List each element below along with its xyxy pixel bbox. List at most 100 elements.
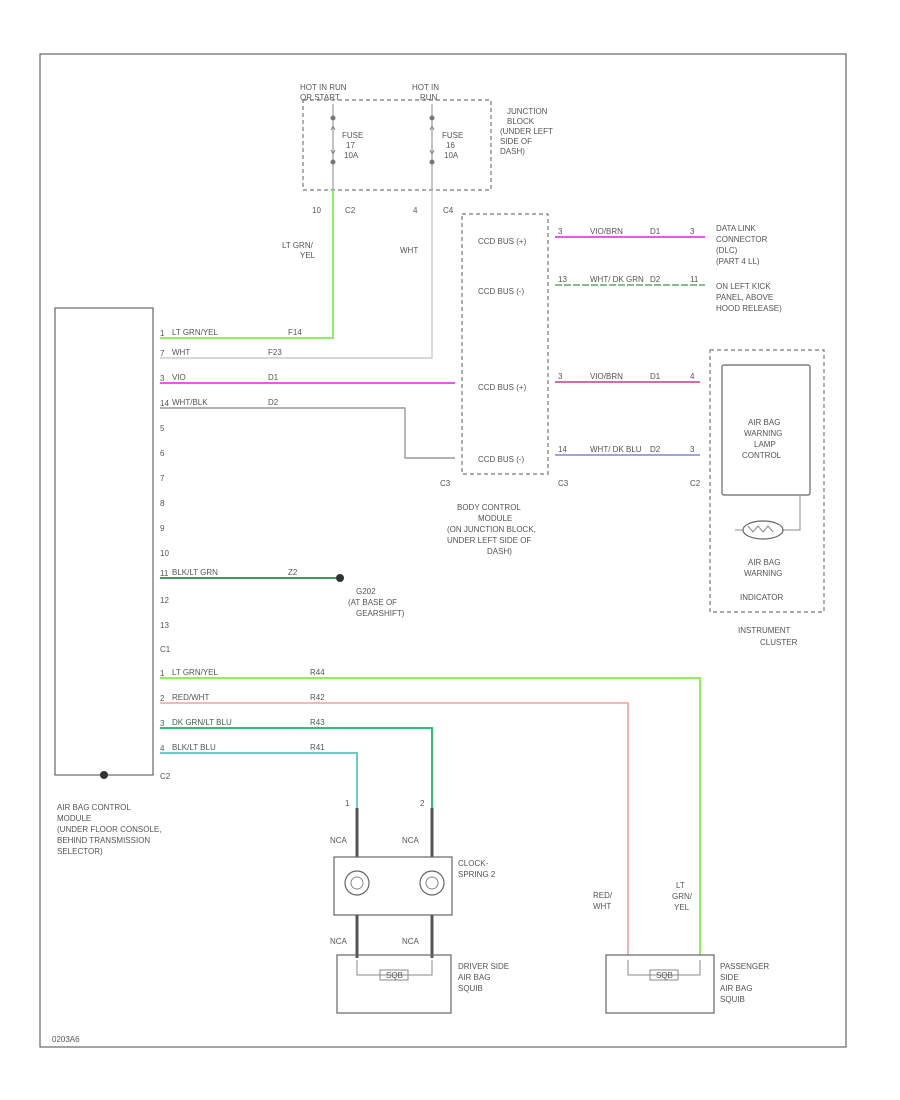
bcm-label-2: MODULE: [478, 514, 512, 523]
fuse-16-node-bottom: [429, 159, 435, 165]
junction-conn-c4: C4: [443, 206, 454, 215]
wire-wht-blk-d2: [160, 407, 455, 459]
junction-block-label-2: BLOCK: [507, 117, 535, 126]
lamp-control-box: [721, 364, 811, 496]
dlc-label-3: (DLC): [716, 246, 738, 255]
bcm-wire-end-3: 3: [690, 445, 695, 454]
bcm-wire-circuit-2: D1: [650, 372, 661, 381]
dlc-label-4: (PART 4 LL): [716, 257, 760, 266]
bcm-wire-circuit-3: D2: [650, 445, 661, 454]
dlc-label-7: HOOD RELEASE): [716, 304, 782, 313]
module-wire-circuit-1: F23: [268, 348, 282, 357]
wire-lt-grn-yel-r44: [160, 677, 701, 955]
passenger-wire-lt: LT: [676, 881, 685, 890]
body-control-module: CCD BUS (+) CCD BUS (-) CCD BUS (+) CCD …: [440, 213, 569, 556]
driver-squib-label-3: SQUIB: [458, 984, 483, 993]
instrument-cluster: AIR BAG WARNING LAMP CONTROL C2 AIR BAG …: [690, 349, 825, 647]
module-wire-circuit-4: Z2: [288, 568, 298, 577]
dlc-label-6: PANEL, ABOVE: [716, 293, 773, 302]
lamp-control-label-3: LAMP: [754, 440, 776, 449]
junction-block-label-4: SIDE OF: [500, 137, 532, 146]
clockspring-pin-1: 1: [345, 799, 350, 808]
wire-red-wht-r42: [160, 702, 629, 955]
airbag-conn-c1: C1: [160, 645, 171, 654]
airbag-module-label-4: BEHIND TRANSMISSION: [57, 836, 150, 845]
junction-pin-4: 4: [413, 206, 418, 215]
driver-squib-label-1: DRIVER SIDE: [458, 962, 509, 971]
bcm-wire-color-2: VIO/BRN: [590, 372, 623, 381]
driver-air-bag-squib: SQB DRIVER SIDE AIR BAG SQUIB: [336, 954, 509, 1014]
airbag-module-label-3: (UNDER FLOOR CONSOLE,: [57, 825, 161, 834]
cluster-outline: [709, 349, 825, 613]
passenger-squib-label-2: SIDE: [720, 973, 739, 982]
module-pin-8: 9: [160, 524, 165, 533]
junction-block-label-3: (UNDER LEFT: [500, 127, 553, 136]
fuse-17-node-bottom: [330, 159, 336, 165]
passenger-wire-grn: GRN/: [672, 892, 693, 901]
bcm-outline: [461, 213, 549, 475]
clockspring-wire-label-left-b: NCA: [330, 937, 348, 946]
module-pin-2: 3: [160, 374, 165, 383]
passenger-squib-resistor-icon: [649, 969, 679, 981]
airbag-module-ground-dot: [100, 771, 108, 779]
module-wire-color-1: WHT: [172, 348, 190, 357]
module-pin-15: 3: [160, 719, 165, 728]
module-pin-3: 14: [160, 399, 169, 408]
dlc-label-2: CONNECTOR: [716, 235, 768, 244]
junction-block-label-1: JUNCTION: [507, 107, 548, 116]
junction-block: HOT IN RUN OR START HOT IN RUN FUSE 17 1…: [300, 83, 553, 215]
junction-conn-c2: C2: [345, 206, 356, 215]
module-pin-5: 6: [160, 449, 165, 458]
clockspring-box: [333, 856, 453, 916]
bcm-ccd-bus-2: CCD BUS (-): [478, 287, 525, 296]
wire-lt-grn-yel-f14: [160, 190, 334, 339]
bcm-conn-c3-right: C3: [558, 479, 569, 488]
hot-label-left: HOT IN RUN: [300, 83, 347, 92]
driver-squib-resistor-icon: [379, 969, 409, 981]
dlc-label-1: DATA LINK: [716, 224, 756, 233]
clockspring-wire-label-right: NCA: [402, 836, 420, 845]
airbag-conn-c2: C2: [160, 772, 171, 781]
wire-label-lt-grn: LT GRN/: [282, 241, 314, 250]
clockspring-coil-right-icon: [419, 870, 445, 896]
driver-squib-element: [356, 960, 433, 976]
airbag-module-outline: [54, 307, 154, 776]
hot-label-left-2: OR START: [300, 93, 340, 102]
fuse-17-icon: [330, 124, 336, 156]
clockspring-pin-2: 2: [420, 799, 425, 808]
clockspring-wire-label-left: NCA: [330, 836, 348, 845]
driver-squib-box: [336, 954, 452, 1014]
clockspring-wire-label-right-b: NCA: [402, 937, 420, 946]
module-pin-12: 13: [160, 621, 169, 630]
clockspring-coil-right-inner: [425, 876, 439, 890]
indicator-wire: [782, 495, 801, 531]
clockspring-coil-left-inner: [350, 876, 364, 890]
fuse-17-node-top: [330, 115, 336, 121]
module-wire-color-3: WHT/BLK: [172, 398, 208, 407]
bcm-wire-pin-3: 14: [558, 445, 567, 454]
passenger-squib-box: [605, 954, 715, 1014]
ground-label-2: (AT BASE OF: [348, 598, 397, 607]
wire-label-wht: WHT: [400, 246, 418, 255]
fuse-17-rating: 10A: [344, 151, 359, 160]
bcm-wire-pin-2: 3: [558, 372, 563, 381]
module-wire-circuit-8: R41: [310, 743, 325, 752]
fuse-17-number: 17: [346, 141, 355, 150]
warning-indicator-icon: [742, 520, 784, 540]
bcm-wire-end-1: 11: [690, 275, 699, 284]
bcm-wire-pin-1: 13: [558, 275, 567, 284]
module-wire-circuit-0: F14: [288, 328, 302, 337]
module-wire-color-8: BLK/LT BLU: [172, 743, 216, 752]
passenger-squib-label-4: SQUIB: [720, 995, 745, 1004]
bcm-wire-circuit-1: D2: [650, 275, 661, 284]
module-wire-circuit-5: R44: [310, 668, 325, 677]
passenger-squib-label-3: AIR BAG: [720, 984, 752, 993]
ground-icon: [336, 574, 344, 582]
module-pin-11: 12: [160, 596, 169, 605]
wire-dk-grn-lt-blu-r43: [160, 727, 433, 808]
bcm-conn-c3-left: C3: [440, 479, 451, 488]
ground-label-1: G202: [356, 587, 376, 596]
passenger-squib-inner: SQB: [656, 971, 673, 980]
